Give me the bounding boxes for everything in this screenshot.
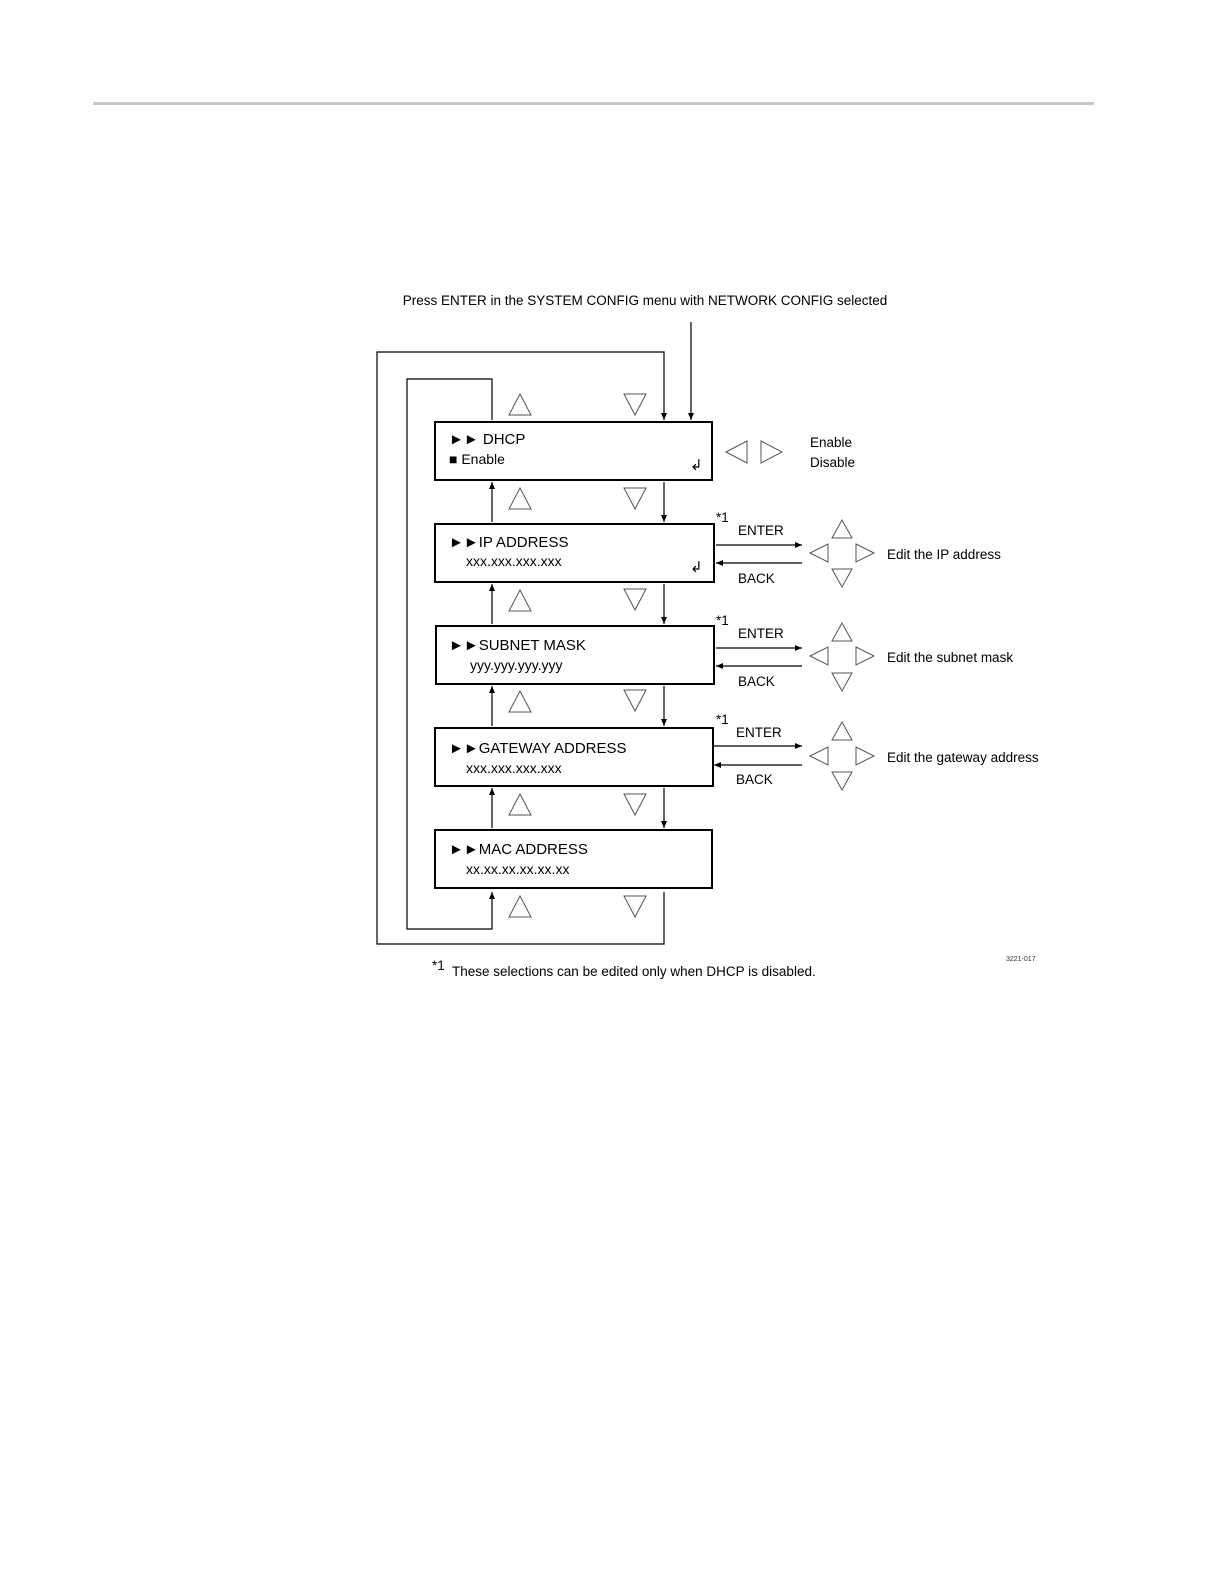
up-triangle-icon — [831, 518, 853, 539]
footnote-text: These selections can be edited only when… — [452, 964, 816, 979]
up-triangle-icon — [508, 894, 532, 918]
up-triangle-icon — [508, 392, 532, 416]
menu-value: xxx.xxx.xxx.xxx — [466, 760, 562, 776]
enter-label: ENTER — [738, 523, 784, 538]
right-triangle-icon — [760, 440, 784, 464]
edit-action-label: Edit the IP address — [887, 547, 1001, 562]
enter-label: ENTER — [738, 626, 784, 641]
down-triangle-icon — [831, 771, 853, 792]
menu-value: yyy.yyy.yyy.yyy — [470, 657, 563, 673]
up-triangle-icon — [508, 792, 532, 816]
footnote-marker: *1 — [716, 613, 729, 628]
up-triangle-icon — [508, 486, 532, 510]
footnote-marker: *1 — [432, 958, 445, 973]
back-label: BACK — [738, 674, 775, 689]
right-triangle-icon — [855, 746, 876, 766]
right-triangle-icon — [855, 543, 876, 563]
edit-row-ip-address: *1 ENTER BACK Edit the IP address — [716, 510, 1001, 589]
left-triangle-icon — [808, 646, 829, 666]
menu-box-gateway-address: ►►GATEWAY ADDRESS xxx.xxx.xxx.xxx — [434, 727, 714, 787]
menu-box-subnet-mask: ►►SUBNET MASK yyy.yyy.yyy.yyy — [435, 625, 715, 685]
menu-value: ■ Enable — [449, 451, 505, 467]
down-triangle-icon — [623, 588, 647, 612]
down-triangle-icon — [831, 672, 853, 693]
menu-value: xxx.xxx.xxx.xxx — [466, 553, 562, 569]
down-triangle-icon — [623, 895, 647, 919]
up-triangle-icon — [831, 621, 853, 642]
top-caption: Press ENTER in the SYSTEM CONFIG menu wi… — [403, 293, 888, 308]
footnote-marker: *1 — [716, 712, 729, 727]
menu-title: ►►SUBNET MASK — [449, 637, 586, 654]
menu-title: ►►GATEWAY ADDRESS — [449, 740, 627, 757]
up-triangle-icon — [508, 689, 532, 713]
left-triangle-icon — [808, 746, 829, 766]
enter-return-icon: ↲ — [690, 559, 703, 576]
edit-action-label: Edit the subnet mask — [887, 650, 1013, 665]
down-triangle-icon — [831, 568, 853, 589]
down-triangle-icon — [623, 689, 647, 713]
left-triangle-icon — [808, 543, 829, 563]
up-triangle-icon — [831, 720, 853, 741]
back-label: BACK — [738, 571, 775, 586]
enter-return-icon: ↲ — [690, 457, 703, 474]
menu-box-ip-address: ►►IP ADDRESS xxx.xxx.xxx.xxx ↲ — [434, 523, 715, 583]
dhcp-option-enable: Enable — [810, 435, 852, 450]
back-label: BACK — [736, 772, 773, 787]
edit-row-subnet-mask: *1 ENTER BACK Edit the subnet mask — [716, 613, 1013, 693]
down-triangle-icon — [623, 393, 647, 417]
inner-loop-arrow — [406, 378, 495, 930]
menu-title: ►►IP ADDRESS — [449, 534, 568, 551]
right-triangle-icon — [855, 646, 876, 666]
menu-title: ►► DHCP — [449, 431, 525, 448]
enter-label: ENTER — [736, 725, 782, 740]
down-triangle-icon — [623, 487, 647, 511]
edit-action-label: Edit the gateway address — [887, 750, 1039, 765]
edit-row-gateway-address: *1 ENTER BACK Edit the gateway address — [714, 712, 1039, 792]
menu-value: xx.xx.xx.xx.xx.xx — [466, 861, 569, 877]
footnote-marker: *1 — [716, 510, 729, 525]
menu-title: ►►MAC ADDRESS — [449, 841, 588, 858]
menu-box-mac-address: ►►MAC ADDRESS xx.xx.xx.xx.xx.xx — [434, 829, 713, 889]
left-triangle-icon — [724, 440, 748, 464]
up-triangle-icon — [508, 588, 532, 612]
down-triangle-icon — [623, 793, 647, 817]
outer-loop-arrow — [376, 351, 667, 945]
figure-id: 3221-017 — [1006, 956, 1036, 963]
menu-box-dhcp: ►► DHCP ■ Enable ↲ — [434, 421, 713, 481]
header-rule — [93, 102, 1094, 105]
dhcp-option-disable: Disable — [810, 455, 855, 470]
